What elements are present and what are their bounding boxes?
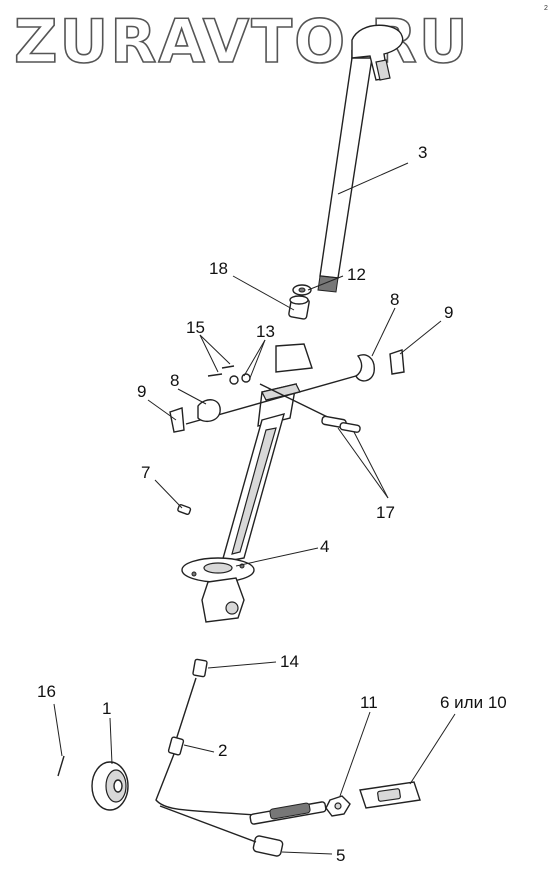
label-1: 1	[102, 699, 111, 718]
part-9-clip-right	[389, 349, 405, 375]
part-15-cotter-pins	[207, 365, 235, 377]
part-5-sleeve	[252, 835, 284, 857]
part-6-10-fork	[359, 781, 421, 809]
part-2-rod	[155, 753, 271, 817]
part-1-pulley	[91, 761, 129, 811]
part-8-lever-left	[197, 399, 221, 423]
label-9-right: 9	[444, 303, 453, 322]
part-4-lever-housing	[181, 343, 313, 623]
label-15: 15	[186, 318, 205, 337]
label-18: 18	[209, 259, 228, 278]
part-8-lever-right	[355, 354, 375, 382]
label-14: 14	[280, 652, 299, 671]
label-2: 2	[218, 741, 227, 760]
part-17-pins	[321, 415, 361, 433]
part-2-end	[167, 736, 185, 756]
label-6-or-10: 6 или 10	[440, 693, 507, 712]
part-linkage-rod	[249, 801, 327, 825]
corner-mark: 2	[544, 5, 548, 12]
label-3: 3	[418, 143, 427, 162]
part-18-bushing	[288, 295, 310, 320]
label-9-left: 9	[137, 382, 146, 401]
part-2-cable	[175, 677, 197, 741]
part-14-coupling	[192, 658, 208, 678]
label-7: 7	[141, 463, 150, 482]
label-12: 12	[347, 265, 366, 284]
label-17: 17	[376, 503, 395, 522]
label-4: 4	[320, 537, 329, 556]
label-8-right: 8	[390, 290, 399, 309]
part-16-cotter-pin	[57, 755, 65, 777]
label-11: 11	[360, 693, 378, 712]
part-9-clip-left	[169, 407, 185, 433]
part-13-nuts	[229, 373, 251, 385]
label-16: 16	[37, 682, 56, 701]
part-11-nut	[325, 795, 351, 817]
part-12-washer	[292, 284, 312, 296]
part-5-line	[159, 805, 257, 843]
leader-lines	[53, 162, 456, 855]
label-13: 13	[256, 322, 275, 341]
label-8-left: 8	[170, 371, 179, 390]
label-5: 5	[336, 846, 345, 865]
